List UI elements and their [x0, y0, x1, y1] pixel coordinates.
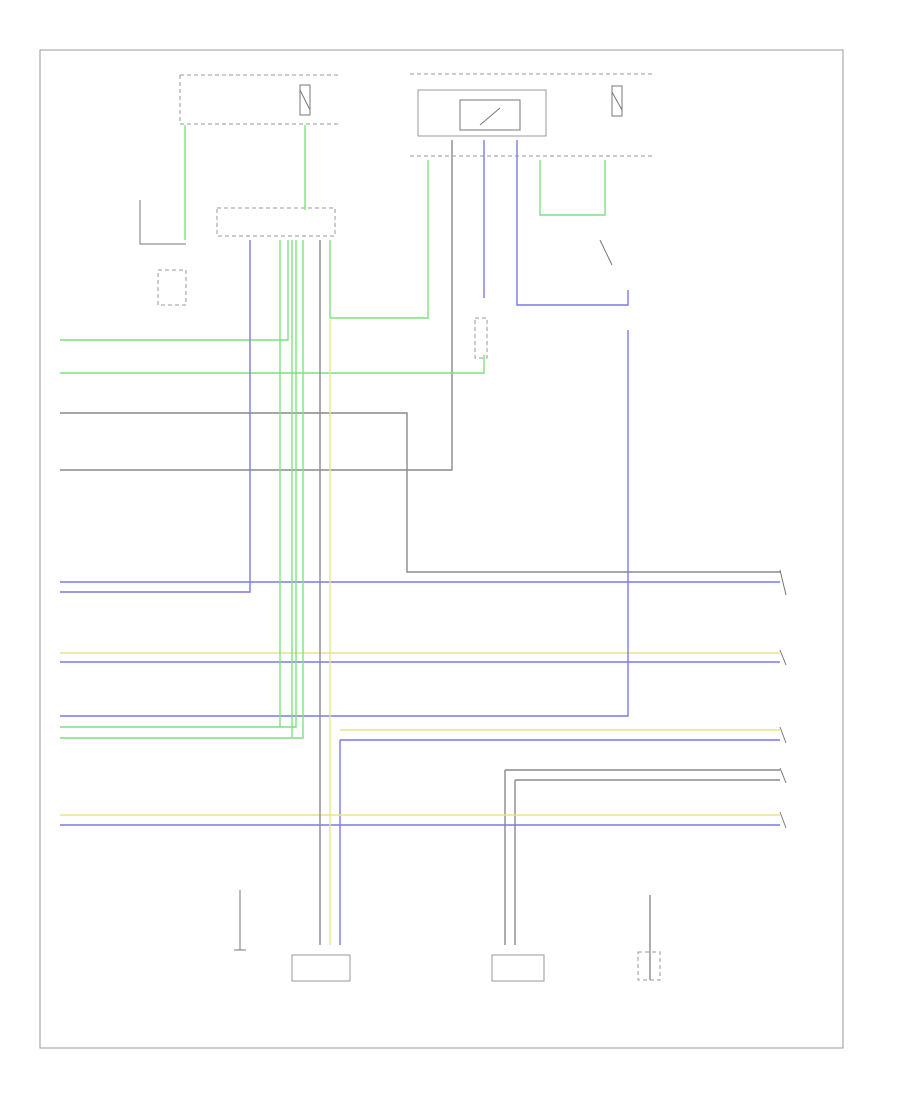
diagram-frame: [39, 49, 844, 1049]
wires-lower: [279, 240, 651, 980]
ground-symbol: [234, 890, 246, 951]
sensor-bottom-right: [637, 951, 661, 981]
fuse-box-left: [179, 74, 340, 125]
right-switch: [474, 239, 613, 359]
wires-upper: [60, 125, 629, 471]
ecu-bottom-center: [491, 954, 545, 982]
relay-box-center: [410, 73, 655, 157]
right-connectors: [779, 569, 787, 829]
transmission-switch: [139, 200, 187, 306]
wires-horizontal: [60, 240, 780, 945]
ecu-bottom-left: [291, 954, 351, 982]
connector-block: [216, 207, 336, 237]
